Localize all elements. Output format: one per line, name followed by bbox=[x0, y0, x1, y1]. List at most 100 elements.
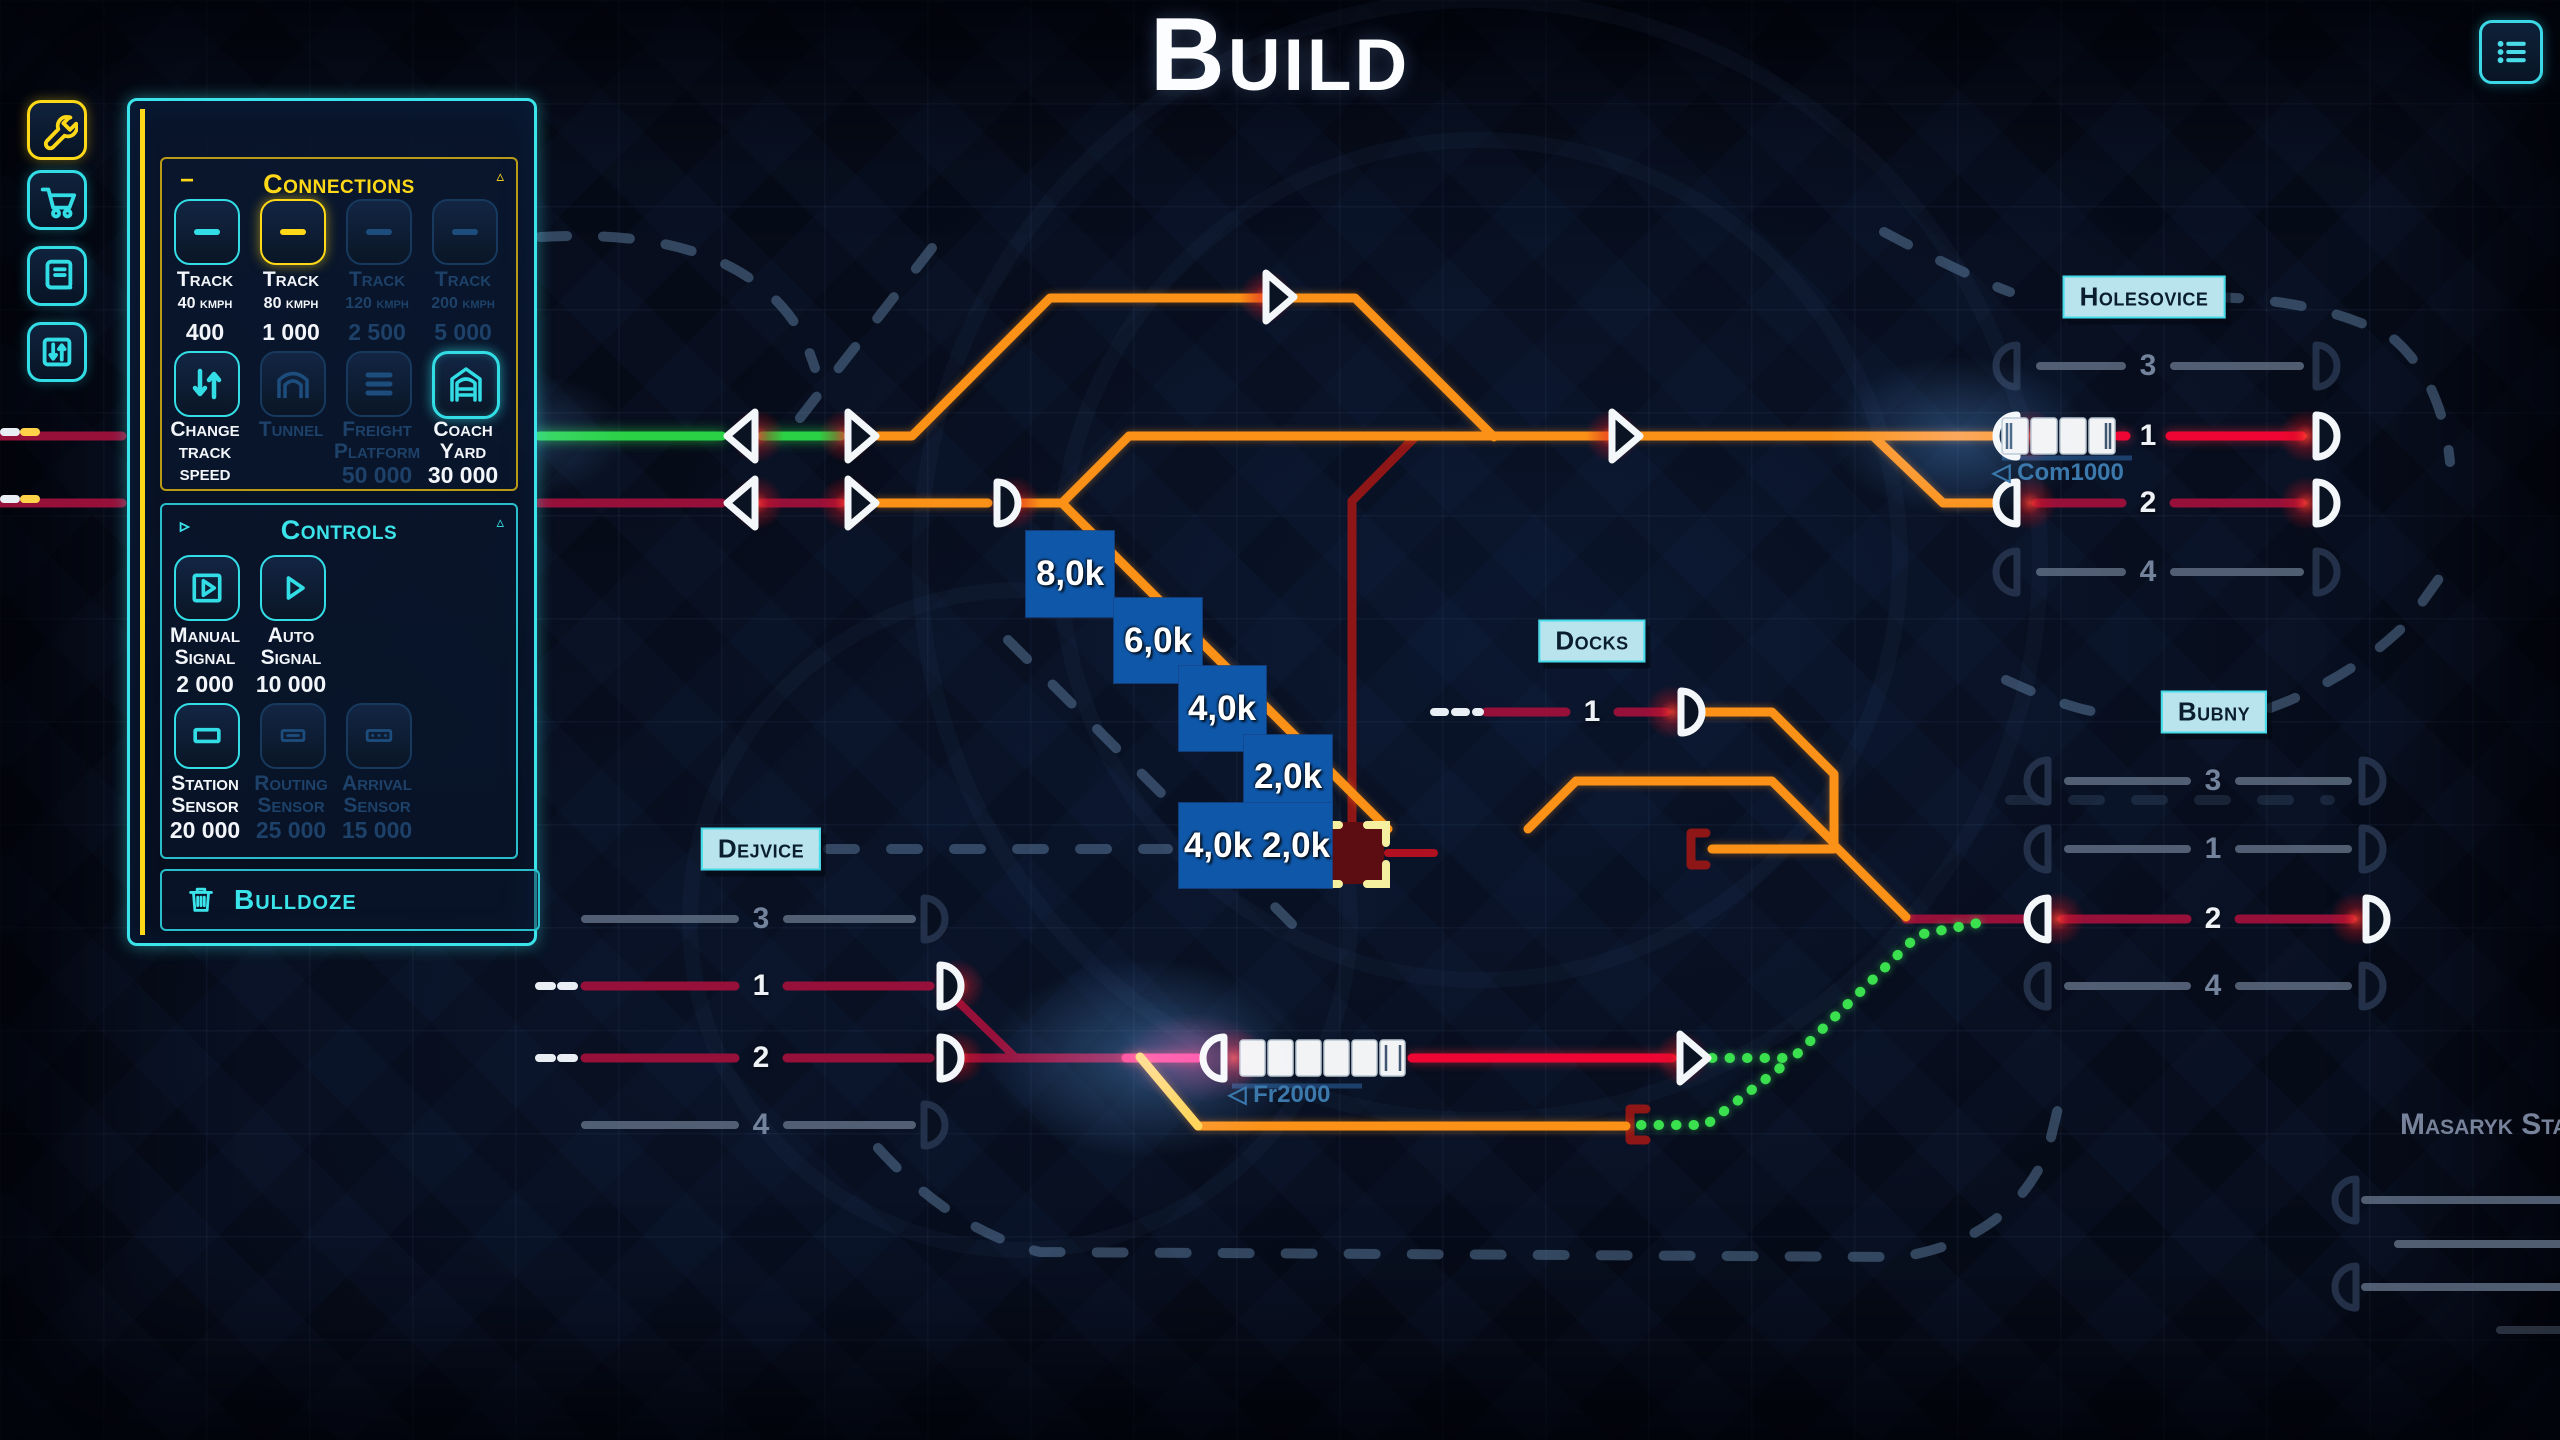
freight-platform-button[interactable] bbox=[346, 351, 412, 417]
edge-dashes bbox=[0, 428, 1484, 1062]
platform-number: 2 bbox=[752, 1041, 770, 1074]
station-label-dejvice[interactable]: Dejvice bbox=[700, 827, 822, 871]
signal-d-left-dim[interactable] bbox=[2023, 756, 2052, 806]
station-label-holesovice[interactable]: Holesovice bbox=[2062, 275, 2226, 319]
catalog-button[interactable] bbox=[27, 246, 87, 306]
fold-icon[interactable]: ▵ bbox=[496, 168, 504, 185]
signal-d-right[interactable] bbox=[2312, 411, 2341, 461]
build-tool-button[interactable] bbox=[27, 100, 87, 160]
signal-d-right[interactable] bbox=[1677, 687, 1706, 737]
freight-platform-price: 50 000 bbox=[341, 462, 413, 488]
signal-triangle-right[interactable] bbox=[1608, 408, 1644, 464]
collapse-icon[interactable]: − bbox=[180, 167, 195, 194]
signal-d-left[interactable] bbox=[2023, 894, 2052, 944]
signal-d-right[interactable] bbox=[993, 478, 1022, 528]
train-label-com1000[interactable]: ◁ Com1000 bbox=[1992, 458, 2124, 487]
signal-triangle-left[interactable] bbox=[723, 475, 759, 531]
signal-d-left-dim[interactable] bbox=[1992, 341, 2021, 391]
track-120-button[interactable] bbox=[346, 199, 412, 265]
platform-number: 1 bbox=[752, 969, 770, 1002]
manual-signal-icon bbox=[192, 573, 222, 603]
signal-triangle-right[interactable] bbox=[1676, 1030, 1712, 1086]
signal-d-right[interactable] bbox=[936, 1033, 965, 1083]
signal-triangle-left[interactable] bbox=[723, 408, 759, 464]
signal-d-left-dim[interactable] bbox=[2331, 1175, 2360, 1225]
signal-d-left-dim[interactable] bbox=[2023, 961, 2052, 1011]
controls-title: Controls bbox=[280, 515, 398, 545]
track-40-price: 400 bbox=[185, 319, 225, 345]
signal-d-right[interactable] bbox=[2312, 478, 2341, 528]
routing-sensor-price: 25 000 bbox=[255, 817, 327, 843]
platform-number: 3 bbox=[2139, 349, 2157, 382]
manual-signal-price: 2 000 bbox=[176, 671, 234, 697]
signal-d-right-dim[interactable] bbox=[2358, 756, 2387, 806]
routing-sensor-button[interactable] bbox=[260, 703, 326, 769]
signal-d-right-dim[interactable] bbox=[2358, 961, 2387, 1011]
signal-triangle-right[interactable] bbox=[1262, 269, 1298, 325]
cost-label: 4,0k bbox=[1187, 689, 1257, 728]
signal-d-right-dim[interactable] bbox=[920, 894, 949, 944]
train-fr2000[interactable] bbox=[1239, 1039, 1406, 1077]
list-icon bbox=[2497, 40, 2526, 64]
bulldoze-button[interactable]: Bulldoze bbox=[160, 869, 540, 931]
train-label-fr2000[interactable]: ◁ Fr2000 bbox=[1228, 1080, 1331, 1109]
book-icon bbox=[45, 259, 73, 290]
orange-tracks[interactable] bbox=[873, 293, 2001, 1131]
station-label-bubny[interactable]: Bubny bbox=[2160, 690, 2268, 734]
cost-label: 2,0k bbox=[1261, 826, 1331, 865]
train-name: Com1000 bbox=[2017, 459, 2124, 486]
track-120-price: 2 500 bbox=[348, 319, 406, 345]
station-sensor-button[interactable] bbox=[174, 703, 240, 769]
signal-triangle-right[interactable] bbox=[844, 408, 880, 464]
fold-icon[interactable]: ▵ bbox=[496, 514, 504, 531]
track-40-button[interactable] bbox=[174, 199, 240, 265]
station-label-docks[interactable]: Docks bbox=[1538, 619, 1646, 663]
adjust-button[interactable] bbox=[27, 322, 87, 382]
tunnel-button[interactable] bbox=[260, 351, 326, 417]
platform-number: 3 bbox=[2204, 764, 2222, 797]
change-speed-icon bbox=[192, 368, 222, 400]
arrival-sensor-button[interactable] bbox=[346, 703, 412, 769]
change-track-speed-button[interactable] bbox=[174, 351, 240, 417]
bulldoze-label: Bulldoze bbox=[234, 884, 357, 915]
train-direction-icon: ◁ bbox=[1992, 459, 2011, 486]
track-80-button[interactable] bbox=[260, 199, 326, 265]
signal-d-left-dim[interactable] bbox=[1992, 547, 2021, 597]
task-list-button[interactable] bbox=[2479, 20, 2543, 84]
coach-yard-button[interactable] bbox=[432, 351, 500, 419]
expand-icon[interactable]: ▹ bbox=[180, 516, 190, 537]
signal-d-left-dim[interactable] bbox=[2023, 824, 2052, 874]
inactive-tracks[interactable] bbox=[581, 362, 2560, 1334]
minus-icon bbox=[194, 229, 220, 235]
wrench-icon bbox=[43, 115, 78, 151]
signal-d-right[interactable] bbox=[936, 961, 965, 1011]
minus-icon bbox=[452, 229, 478, 235]
signal-triangle-right[interactable] bbox=[844, 475, 880, 531]
auto-signal-price: 10 000 bbox=[255, 671, 327, 697]
minus-icon bbox=[280, 229, 306, 235]
cost-label: 8,0k bbox=[1035, 554, 1105, 593]
signal-d-right-dim[interactable] bbox=[2312, 547, 2341, 597]
signal-d-right[interactable] bbox=[2362, 894, 2391, 944]
signal-d-left[interactable] bbox=[1992, 478, 2021, 528]
auto-signal-button[interactable] bbox=[260, 555, 326, 621]
signal-d-right-dim[interactable] bbox=[2358, 824, 2387, 874]
minus-icon bbox=[366, 229, 392, 235]
track-200-button[interactable] bbox=[432, 199, 498, 265]
trash-icon bbox=[189, 887, 213, 912]
signal-d-left[interactable] bbox=[1199, 1033, 1228, 1083]
signal-d-right-dim[interactable] bbox=[920, 1100, 949, 1150]
signal-d-right-dim[interactable] bbox=[2312, 341, 2341, 391]
train-direction-icon: ◁ bbox=[1228, 1081, 1247, 1108]
shop-button[interactable] bbox=[27, 170, 87, 230]
manual-signal-button[interactable] bbox=[174, 555, 240, 621]
signal-d-left-dim[interactable] bbox=[2331, 1262, 2360, 1312]
page-title: Build bbox=[1149, 0, 1411, 113]
train-com1000[interactable] bbox=[2001, 417, 2116, 455]
